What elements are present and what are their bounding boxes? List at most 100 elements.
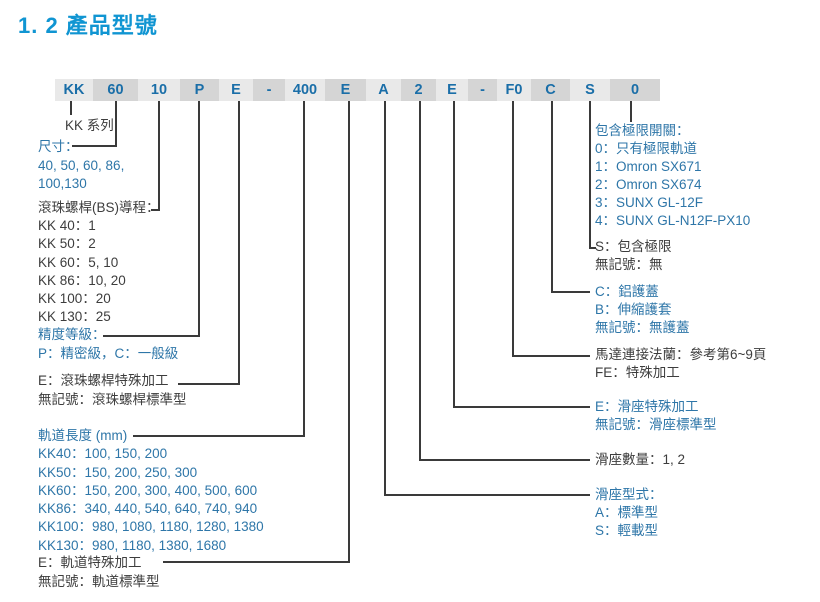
callout-line: 2：Omron SX674 [595, 177, 702, 192]
model-code-segment: C [531, 79, 570, 101]
connector-line [163, 561, 350, 563]
callout-line: 包含極限開關： [595, 123, 690, 138]
model-code-segment: 10 [138, 79, 180, 101]
connector-line [551, 291, 590, 293]
callout-line: KK 130：25 [38, 309, 111, 325]
connector-line [178, 383, 240, 385]
callout-line: 40, 50, 60, 86, [38, 157, 125, 173]
callout-line: 3：SUNX GL-12F [595, 195, 704, 210]
callout-limit-included: S：包含極限無記號：無 [595, 238, 672, 274]
callout-line: KK 60：5, 10 [38, 254, 119, 270]
callout-line: 無記號：無 [595, 257, 663, 272]
model-code-segment: 400 [285, 79, 325, 101]
model-code-segment: - [468, 79, 497, 101]
model-code-segment: 0 [610, 79, 660, 101]
callout-line: P：精密級，C：一般級 [38, 346, 179, 361]
model-code-segment: KK [55, 79, 93, 101]
callout-accuracy-class: 精度等級： P：精密級，C：一般級 [38, 325, 178, 363]
connector-line [133, 435, 305, 437]
callout-line: 1：Omron SX671 [595, 159, 702, 174]
callout-line: B：伸縮護套 [595, 302, 672, 317]
callout-line: A：標準型 [595, 505, 659, 520]
callout-size: 尺寸： 40, 50, 60, 86, 100,130 [38, 138, 124, 194]
callout-line: E：滾珠螺桿特殊加工 [38, 373, 169, 388]
connector-line [589, 247, 596, 249]
connector-line [151, 209, 159, 211]
callout-line: KK60：150, 200, 300, 400, 500, 600 [38, 482, 258, 498]
model-code-segment: A [366, 79, 401, 101]
callout-line: 4：SUNX GL-N12F-PX10 [595, 213, 751, 228]
callout-line: KK130：980, 1180, 1380, 1680 [38, 537, 227, 553]
callout-line: E：軌道特殊加工 [38, 555, 142, 570]
connector-line [303, 101, 305, 437]
callout-line: KK86：340, 440, 540, 640, 740, 940 [38, 501, 258, 517]
model-code-segment: S [570, 79, 610, 101]
callout-line: S：包含極限 [595, 239, 672, 254]
callout-line: 精度等級： [38, 327, 106, 342]
connector-line [103, 335, 200, 337]
callout-line: 滑座數量：1, 2 [595, 452, 686, 467]
connector-line [384, 494, 590, 496]
callout-ballscrew-special: E：滾珠螺桿特殊加工無記號：滾珠螺桿標準型 [38, 372, 187, 409]
model-code-segment: P [180, 79, 219, 101]
callout-motor-flange: 馬達連接法蘭：參考第6~9頁 FE：特殊加工 [595, 346, 766, 382]
model-code-segment: F0 [497, 79, 531, 101]
page-title: 1. 2 產品型號 [18, 13, 158, 38]
callout-line: 滑座型式： [595, 487, 663, 502]
connector-line [198, 101, 200, 337]
callout-line: KK 50：2 [38, 236, 96, 252]
callout-line: 無記號：軌道標準型 [38, 573, 160, 589]
callout-line: KK 100：20 [38, 291, 111, 307]
connector-line [384, 101, 386, 496]
callout-line: 馬達連接法蘭：參考第6~9頁 [595, 347, 767, 362]
callout-line: KK 40：1 [38, 218, 96, 234]
connector-line [238, 101, 240, 385]
callout-slider-special: E：滑座特殊加工無記號：滑座標準型 [595, 398, 717, 434]
callout-ballscrew-lead: 滾珠螺桿(BS)導程： KK 40：1 KK 50：2 KK 60：5, 10 KK 8… [38, 199, 160, 326]
callout-line: 無記號：滾珠螺桿標準型 [38, 391, 187, 407]
callout-line: KK 系列 [65, 118, 114, 133]
connector-line [70, 101, 72, 115]
model-code-segment: - [253, 79, 285, 101]
connector-line [512, 101, 514, 357]
connector-line [512, 355, 590, 357]
callout-line: 0：只有極限軌道 [595, 141, 698, 156]
callout-line: 100,130 [38, 176, 87, 191]
model-code-segment: E [325, 79, 366, 101]
callout-line: FE：特殊加工 [595, 365, 680, 380]
connector-line [630, 101, 632, 122]
connector-line [453, 406, 590, 408]
callout-line: S：輕載型 [595, 523, 659, 538]
connector-line [115, 101, 117, 147]
callout-line: KK 86：10, 20 [38, 272, 126, 288]
model-code-segment: E [436, 79, 468, 101]
model-code-segment: 2 [401, 79, 436, 101]
callout-limit-switch: 包含極限開關： 0：只有極限軌道 1：Omron SX671 2：Omron SX67… [595, 122, 750, 230]
callout-line: 尺寸： [38, 139, 79, 154]
connector-line [348, 101, 350, 563]
callout-slider-type: 滑座型式： A：標準型 S：輕載型 [595, 486, 663, 540]
callout-line: KK50：150, 200, 250, 300 [38, 464, 198, 480]
model-code-segment: 60 [93, 79, 138, 101]
connector-line [419, 101, 421, 461]
connector-line [551, 101, 553, 293]
callout-rail-special: E：軌道特殊加工無記號：軌道標準型 [38, 554, 160, 591]
callout-line: C：鋁護蓋 [595, 284, 659, 299]
connector-line [72, 145, 117, 147]
callout-line: 無記號：無護蓋 [595, 320, 690, 335]
callout-series: KK 系列 [65, 117, 114, 135]
callout-line: 無記號：滑座標準型 [595, 417, 717, 432]
callout-line: E：滑座特殊加工 [595, 399, 699, 414]
connector-line [453, 101, 455, 408]
callout-slider-count: 滑座數量：1, 2 [595, 451, 685, 469]
connector-line [419, 459, 590, 461]
model-code-segment: E [219, 79, 253, 101]
connector-line [589, 101, 591, 249]
callout-cover: C：鋁護蓋 B：伸縮護套無記號：無護蓋 [595, 283, 690, 337]
connector-line [158, 101, 160, 211]
callout-line: KK40：100, 150, 200 [38, 446, 168, 462]
callout-line: 滾珠螺桿(BS)導程： [38, 200, 160, 215]
callout-line: 軌道長度 (mm) [38, 428, 128, 443]
